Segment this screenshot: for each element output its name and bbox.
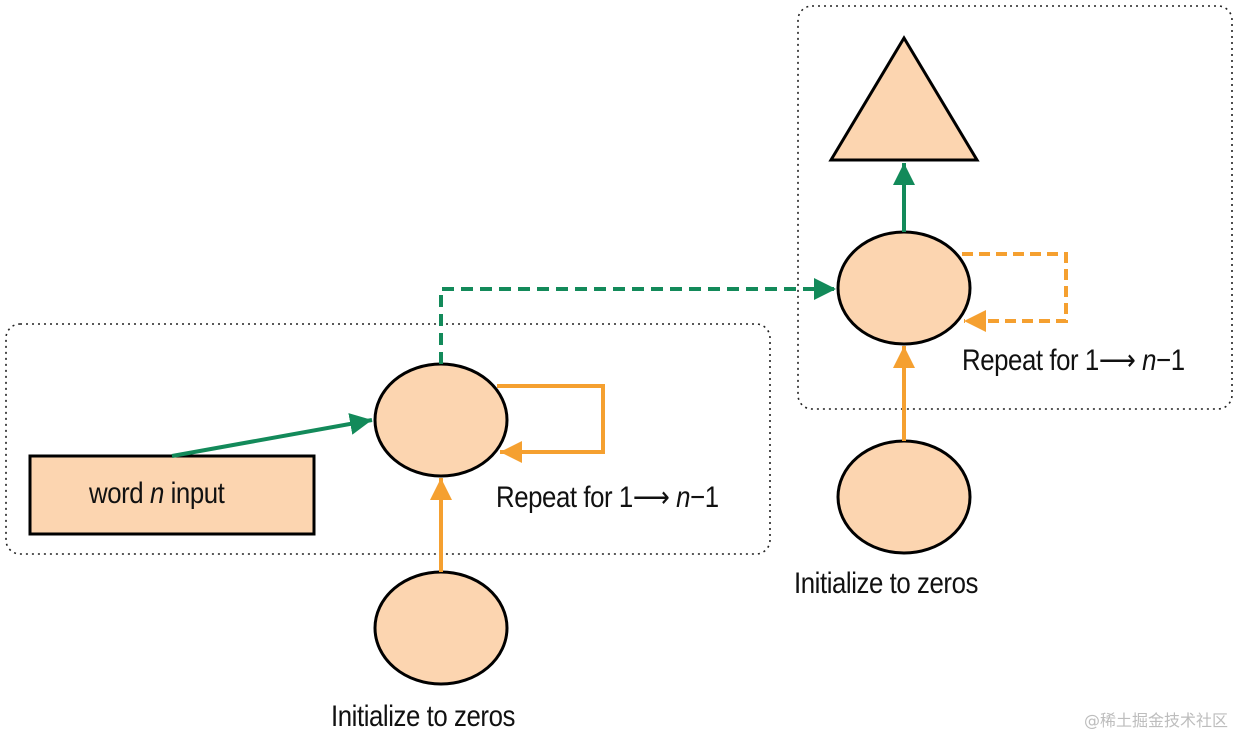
encoder-repeat-var: n [676, 481, 691, 514]
word-input-label-var: n [149, 477, 164, 510]
decoder-repeat-label: Repeat for 1⟶ n−1 [962, 343, 1185, 378]
context-vector-arrow [439, 278, 836, 364]
decoder-group-box [797, 5, 1233, 410]
encoder-init-label: Initialize to zeros [331, 700, 515, 733]
encoder-group-box [5, 323, 771, 555]
word-input-label: word n input [89, 477, 225, 511]
watermark: @稀土掘金技术社区 [1083, 711, 1228, 730]
decoder-recurrent-loop [962, 252, 1068, 332]
word-input-label-pre: word [89, 477, 150, 510]
decoder-init-label: Initialize to zeros [794, 567, 978, 600]
decoder-init-node [836, 439, 972, 555]
decoder-repeat-arrow: ⟶ [1098, 344, 1136, 377]
encoder-repeat-label: Repeat for 1⟶ n−1 [496, 480, 719, 515]
decoder-hidden-node [836, 230, 972, 346]
decoder-repeat-var: n [1142, 344, 1157, 377]
decoder-repeat-pre: Repeat for 1 [962, 344, 1099, 377]
decoder-repeat-post: −1 [1156, 344, 1185, 377]
encoder-repeat-arrow: ⟶ [632, 481, 670, 514]
output-triangle [828, 35, 980, 162]
input-to-hidden-arrow [171, 413, 373, 458]
encoder-repeat-post: −1 [690, 481, 719, 514]
word-input-label-post: input [163, 477, 225, 510]
encoder-repeat-pre: Repeat for 1 [496, 481, 633, 514]
encoder-init-node [373, 570, 509, 686]
encoder-recurrent-loop [497, 384, 605, 463]
encoder-hidden-node [373, 362, 509, 478]
